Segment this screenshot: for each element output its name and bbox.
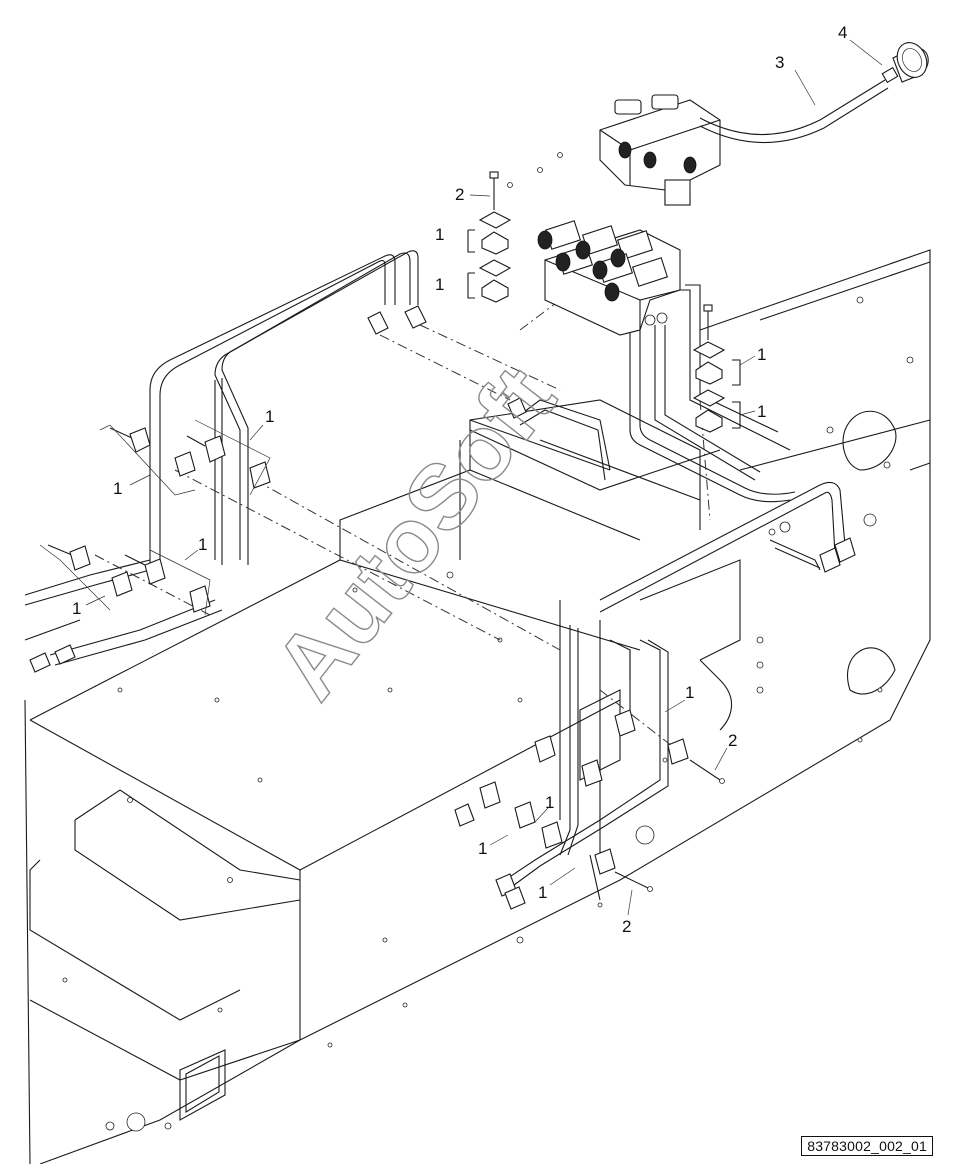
hose-fittings	[29, 305, 856, 910]
chassis-frame	[24, 152, 931, 1164]
auxiliary-valve	[599, 94, 721, 206]
callout-2-top: 2	[455, 185, 464, 204]
centre-lines	[94, 299, 711, 761]
pressure-gauge	[881, 42, 929, 84]
callout-1-stack-b: 1	[435, 275, 444, 294]
callout-1-lower-c: 1	[478, 839, 487, 858]
callout-1-right-b: 1	[757, 402, 766, 421]
leader-lines	[85, 39, 883, 916]
solenoid-coils	[537, 220, 669, 326]
callout-1-stack-a: 1	[435, 225, 444, 244]
drawing-reference-code: 83783002_002_01	[801, 1136, 933, 1156]
callout-1-left-d: 1	[72, 599, 81, 618]
callout-1-left-b: 1	[113, 479, 122, 498]
callout-1-lower-b: 1	[545, 793, 554, 812]
callout-1-right-a: 1	[757, 345, 766, 364]
callout-3: 3	[775, 53, 784, 72]
watermark-text: AutoSoft	[255, 349, 574, 718]
callout-1-lower-a: 1	[685, 683, 694, 702]
callouts: 4 3 2 1 1 1 1 1 1 1 1 1 2 1 1 1 2	[72, 23, 847, 936]
callout-2-bottom: 2	[622, 917, 631, 936]
clamp-set-right-lower	[479, 709, 725, 892]
valve-manifold	[537, 220, 681, 336]
clamp-stack-upper-right	[692, 304, 741, 433]
clamp-set-left-upper	[99, 419, 271, 496]
clamp-stack-upper-left	[467, 171, 512, 303]
callout-1-lower-d: 1	[538, 883, 547, 902]
hose-and-gauge	[699, 42, 929, 144]
callout-1-left-a: 1	[265, 407, 274, 426]
callout-4: 4	[838, 23, 847, 42]
clamp-set-left-lower	[39, 544, 211, 616]
hydraulic-pipes	[24, 250, 846, 901]
callout-1-left-c: 1	[198, 535, 207, 554]
callout-2-right: 2	[728, 731, 737, 750]
